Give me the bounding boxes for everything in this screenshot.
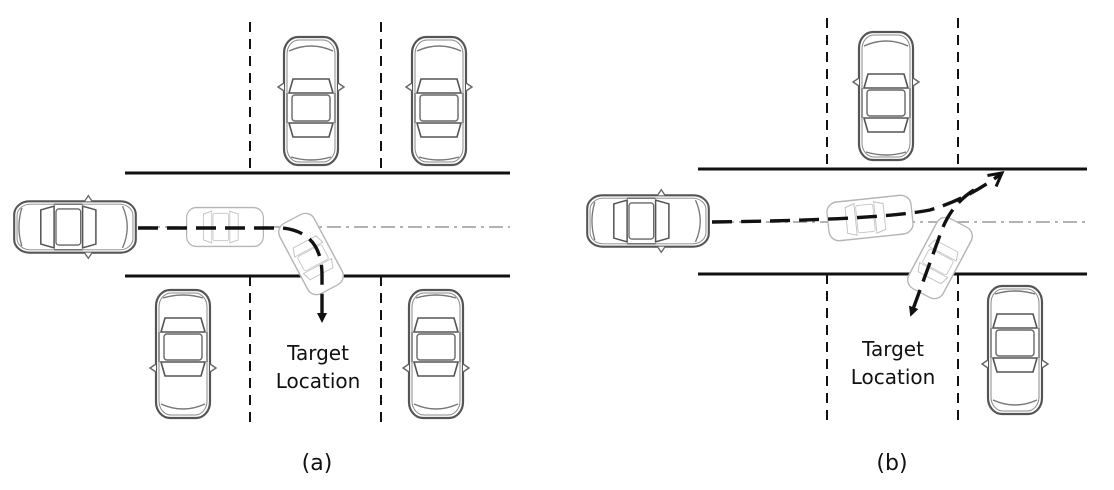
parked-car xyxy=(401,288,471,420)
parked-car xyxy=(404,35,474,167)
target-location-label-line1: Target xyxy=(286,341,349,365)
parked-car xyxy=(980,284,1050,416)
parked-car xyxy=(851,30,921,162)
reverse-trajectory xyxy=(909,188,975,317)
target-location-label-line2: Location xyxy=(276,369,361,393)
ego-car-start xyxy=(586,188,710,254)
ego-car-start xyxy=(13,194,137,260)
target-location-label-line1: Target xyxy=(861,337,924,361)
panel-b: Target Location (b) xyxy=(586,18,1087,476)
ego-car-turning-ghost xyxy=(274,209,348,299)
parked-car xyxy=(148,288,218,420)
forward-trajectory xyxy=(711,173,1002,224)
panel-b-parking-dividers xyxy=(826,18,959,424)
panel-a-caption: (a) xyxy=(302,451,333,476)
planned-trajectory xyxy=(138,226,327,323)
ego-car-reversing-ghost xyxy=(903,213,977,303)
panel-b-ego-car xyxy=(586,188,977,303)
panel-a-parking-dividers xyxy=(249,22,382,428)
panel-b-caption: (b) xyxy=(876,451,907,476)
target-location-label-line2: Location xyxy=(851,365,936,389)
parked-car xyxy=(276,35,346,167)
panel-a: Target Location (a) xyxy=(13,22,510,476)
panel-a-ego-car xyxy=(13,194,348,299)
